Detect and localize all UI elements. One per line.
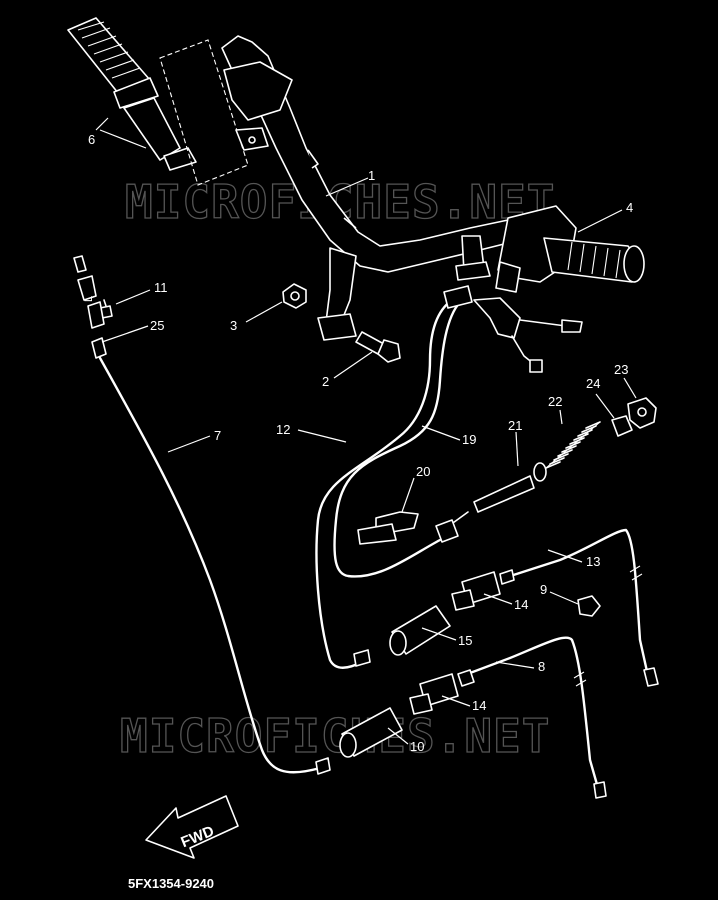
cover-part-10 xyxy=(339,707,403,758)
label-part-14-upper: 14 xyxy=(514,597,528,612)
label-part-3: 3 xyxy=(230,318,237,333)
watermark-bottom: MICROFICHES.NET xyxy=(120,709,550,763)
label-part-10: 10 xyxy=(410,739,424,754)
clamp-part-20 xyxy=(357,511,419,545)
label-part-13: 13 xyxy=(586,554,600,569)
label-part-7: 7 xyxy=(214,428,221,443)
label-part-25: 25 xyxy=(150,318,164,333)
left-grip-drawing xyxy=(67,17,249,186)
label-part-4: 4 xyxy=(626,200,633,215)
spring-part-22 xyxy=(545,421,601,469)
nut-part-3 xyxy=(282,283,307,309)
part-24 xyxy=(611,415,633,437)
label-part-19: 19 xyxy=(462,432,476,447)
label-part-21: 21 xyxy=(508,418,522,433)
handlebar-drawing xyxy=(221,35,509,341)
label-part-12: 12 xyxy=(276,422,290,437)
cable-part-13 xyxy=(502,528,650,678)
leader-lines xyxy=(101,177,637,745)
bolt-part-2 xyxy=(355,331,401,363)
label-part-2: 2 xyxy=(322,374,329,389)
label-part-6: 6 xyxy=(88,132,95,147)
part-23 xyxy=(627,397,657,429)
label-part-8: 8 xyxy=(538,659,545,674)
diagram-code: 5FX1354-9240 xyxy=(128,876,215,891)
label-sub-l: L xyxy=(83,296,95,302)
right-grip-drawing xyxy=(495,205,645,293)
adjuster-part-25 xyxy=(73,255,107,359)
cable-part-19 xyxy=(333,300,462,578)
label-part-23: 23 xyxy=(614,362,628,377)
cable-part-7 xyxy=(98,356,322,774)
label-part-15: 15 xyxy=(458,633,472,648)
label-part-14-lower: 14 xyxy=(472,698,486,713)
cable-part-8 xyxy=(460,636,600,790)
inner-cable-19b xyxy=(435,475,535,543)
label-part-1: 1 xyxy=(368,168,375,183)
forward-arrow-icon: FWD xyxy=(145,795,239,859)
nut-part-9 xyxy=(577,595,601,617)
label-part-9: 9 xyxy=(540,582,547,597)
collar-part-21 xyxy=(533,462,547,482)
label-part-20: 20 xyxy=(416,464,430,479)
cover-part-15 xyxy=(389,605,451,656)
adjuster-part-14-upper xyxy=(451,571,501,611)
label-part-24: 24 xyxy=(586,376,600,391)
label-part-22: 22 xyxy=(548,394,562,409)
cable-part-12 xyxy=(315,298,454,669)
adjuster-part-14-lower xyxy=(409,673,459,715)
label-part-11: 11 xyxy=(154,280,168,295)
